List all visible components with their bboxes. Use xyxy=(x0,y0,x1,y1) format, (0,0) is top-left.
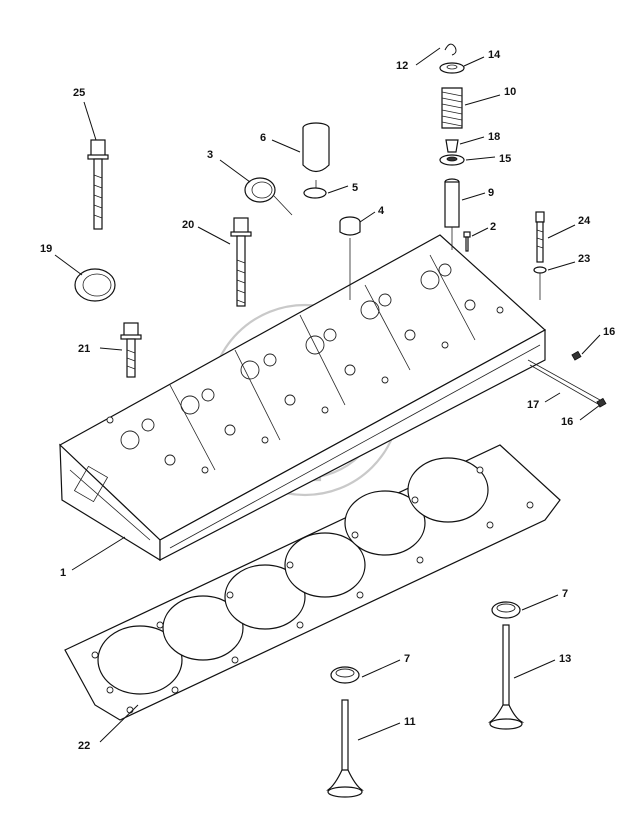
valve-spring xyxy=(441,87,463,129)
gasket-cylinder-bores xyxy=(97,457,489,695)
head-bolt-short xyxy=(120,322,142,378)
callout-14: 14 xyxy=(488,49,501,61)
intake-valve xyxy=(326,699,364,798)
callout-6: 6 xyxy=(260,132,266,144)
sealing-washer xyxy=(533,266,547,300)
callout-16b: 16 xyxy=(561,416,573,428)
callout-16a: 16 xyxy=(603,326,615,338)
valve-collet xyxy=(444,43,457,56)
callout-5: 5 xyxy=(352,182,358,194)
callout-22: 22 xyxy=(78,740,90,752)
callout-19: 19 xyxy=(40,243,52,255)
spring-seat xyxy=(439,154,465,166)
callout-18: 18 xyxy=(488,131,500,143)
callout-9: 9 xyxy=(488,187,494,199)
head-bolt xyxy=(87,139,109,230)
dowel-pin xyxy=(527,359,601,405)
callout-13: 13 xyxy=(559,653,571,665)
callout-labels: 1 2 3 4 5 6 7 7 9 10 11 12 13 14 15 16 1… xyxy=(40,49,615,752)
sleeve xyxy=(339,216,361,300)
callout-20: 20 xyxy=(182,219,194,231)
valve-seat-insert-upper xyxy=(491,601,521,619)
o-ring xyxy=(303,187,327,199)
callout-17: 17 xyxy=(527,399,539,411)
callout-24: 24 xyxy=(578,215,591,227)
plug-upper xyxy=(571,350,582,361)
callout-1: 1 xyxy=(60,567,66,579)
spring-retainer xyxy=(439,62,465,74)
callout-7a: 7 xyxy=(404,653,410,665)
callout-7b: 7 xyxy=(562,588,568,600)
stud xyxy=(535,211,545,263)
cylinder-head xyxy=(58,234,547,562)
expansion-plug-large xyxy=(74,268,116,302)
callout-15: 15 xyxy=(499,153,511,165)
callout-10: 10 xyxy=(504,86,516,98)
callout-3: 3 xyxy=(207,149,213,161)
callout-4: 4 xyxy=(378,205,385,217)
injector-sleeve xyxy=(302,122,330,195)
head-valve-ports xyxy=(106,263,504,474)
callout-25: 25 xyxy=(73,87,85,99)
callout-23: 23 xyxy=(578,253,590,265)
callout-11: 11 xyxy=(404,716,416,728)
plug-lower xyxy=(596,397,607,408)
head-gasket xyxy=(64,444,561,721)
callout-leaders xyxy=(54,47,601,743)
expansion-plug xyxy=(244,177,293,216)
gasket-bolt-holes xyxy=(91,466,534,714)
valve-guide xyxy=(444,178,460,250)
callout-12: 12 xyxy=(396,60,408,72)
callout-21: 21 xyxy=(78,343,90,355)
callout-2: 2 xyxy=(490,221,496,233)
small-screw xyxy=(463,231,471,252)
valve-stem-seal xyxy=(445,139,459,153)
valve-seat-insert-lower xyxy=(330,666,360,684)
exhaust-valve xyxy=(488,624,525,730)
head-bolt-long xyxy=(230,217,252,307)
